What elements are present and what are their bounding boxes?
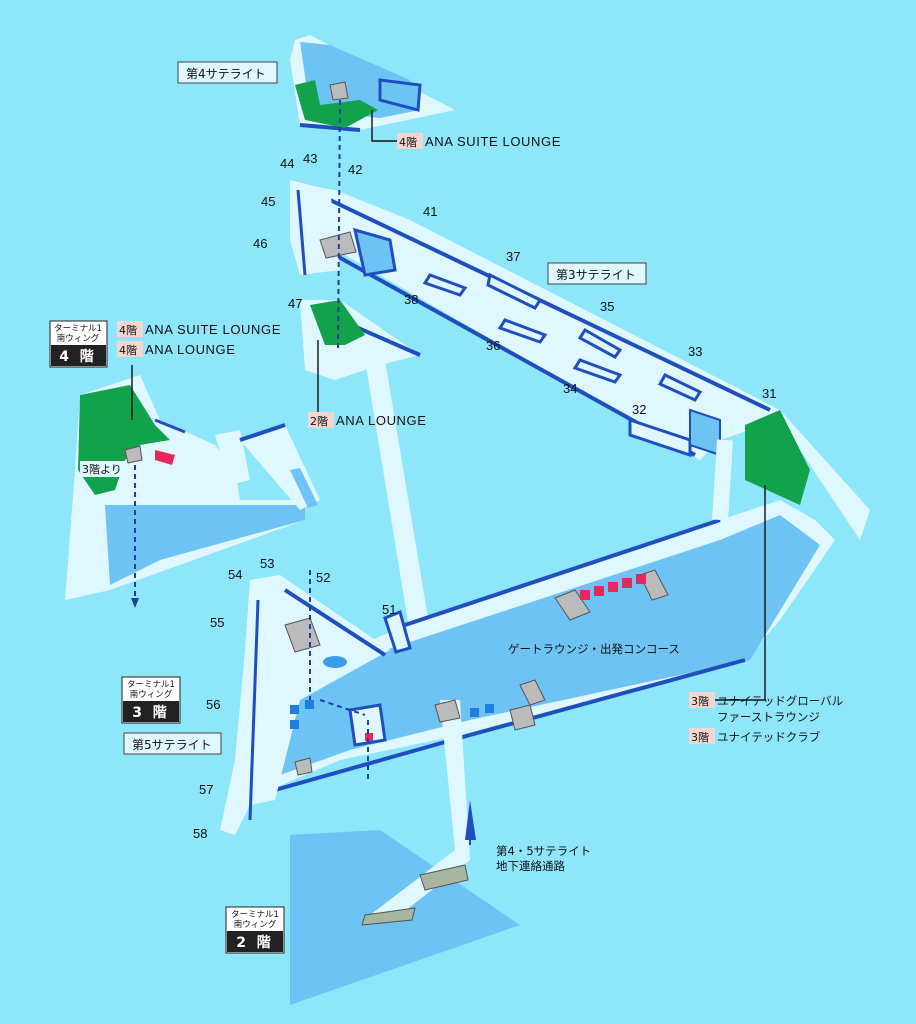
gate-41[interactable]: 41 — [423, 204, 437, 219]
badge-3f-line1: ターミナル1 — [127, 680, 175, 690]
satellite3-label: 第3サテライト — [556, 268, 636, 282]
lounge-sat4-name: ANA SUITE LOUNGE — [425, 134, 561, 149]
gate-38[interactable]: 38 — [404, 292, 418, 307]
terminal-badge-4f: ターミナル1 南ウィング 4 階 — [49, 320, 108, 368]
united-club-floor: 3階 — [691, 730, 709, 744]
lounge-2f-floor: 2階 — [310, 414, 328, 428]
gate-31[interactable]: 31 — [762, 386, 776, 401]
gate-53[interactable]: 53 — [260, 556, 274, 571]
satellite4-label: 第4サテライト — [186, 67, 266, 81]
lounge-sat4-floor: 4階 — [399, 135, 417, 149]
tunnel-label-2: 地下連絡通路 — [496, 859, 565, 873]
gate-51[interactable]: 51 — [382, 602, 396, 617]
gate-43[interactable]: 43 — [303, 151, 317, 166]
lounge-sat4-top[interactable] — [295, 80, 378, 128]
gate-32[interactable]: 32 — [632, 402, 646, 417]
badge-2f-line2: 南ウィング — [234, 919, 277, 930]
from-3f-label: 3階より — [82, 462, 122, 476]
united-gf-name-1: ユナイテッドグローバル — [717, 694, 843, 708]
terminal-badge-3f: ターミナル1 南ウィング 3 階 — [121, 676, 181, 724]
gate-36[interactable]: 36 — [486, 338, 500, 353]
satellite5-label: 第5サテライト — [132, 738, 212, 752]
gate-58[interactable]: 58 — [193, 826, 207, 841]
vertical-link-lines — [134, 99, 369, 780]
badge-2f-floor: 2 階 — [236, 934, 274, 951]
gate-45[interactable]: 45 — [261, 194, 275, 209]
satellite4-building — [290, 35, 455, 132]
united-gf-floor: 3階 — [691, 694, 709, 708]
lounge-t1-ana-name: ANA LOUNGE — [145, 342, 236, 357]
gate-33[interactable]: 33 — [688, 344, 702, 359]
badge-2f-line1: ターミナル1 — [231, 910, 279, 920]
gate-labels: 31 32 33 34 35 36 37 38 41 42 43 44 45 4… — [193, 151, 776, 841]
satellite-labels: 第4サテライト 第3サテライト 第5サテライト — [123, 61, 647, 755]
lounge-labels: 4階 ANA SUITE LOUNGE 4階 ANA SUITE LOUNGE … — [117, 133, 843, 744]
lounge-t1-ana-floor: 4階 — [119, 343, 137, 357]
gate-55[interactable]: 55 — [210, 615, 224, 630]
badge-4f-line1: ターミナル1 — [54, 324, 102, 334]
lounge-united[interactable] — [745, 410, 810, 505]
gate-47[interactable]: 47 — [288, 296, 302, 311]
gate-37[interactable]: 37 — [506, 249, 520, 264]
2f-tunnel — [290, 700, 520, 1005]
concourse-seats — [290, 574, 646, 741]
lounge-t1-suite-name: ANA SUITE LOUNGE — [145, 322, 281, 337]
united-gf-name-2: ファーストラウンジ — [717, 710, 820, 724]
gate-56[interactable]: 56 — [206, 697, 220, 712]
gate-46[interactable]: 46 — [253, 236, 267, 251]
gate-52[interactable]: 52 — [316, 570, 330, 585]
gate-57[interactable]: 57 — [199, 782, 213, 797]
badge-3f-line2: 南ウィング — [130, 689, 173, 700]
misc-labels: 3階より ゲートラウンジ・出発コンコース 第4・5サテライト 地下連絡通路 — [80, 461, 680, 873]
concourse-label: ゲートラウンジ・出発コンコース — [508, 642, 680, 656]
gate-42[interactable]: 42 — [348, 162, 362, 177]
gate-44[interactable]: 44 — [280, 156, 294, 171]
gate-34[interactable]: 34 — [563, 381, 577, 396]
lounge-t1-suite-floor: 4階 — [119, 323, 137, 337]
badge-4f-floor: 4 階 — [59, 348, 97, 365]
escalators — [124, 81, 669, 776]
tunnel-label-1: 第4・5サテライト — [496, 844, 591, 858]
terminal-badge-2f: ターミナル1 南ウィング 2 階 — [225, 906, 285, 954]
badge-3f-floor: 3 階 — [132, 704, 170, 721]
gate-35[interactable]: 35 — [600, 299, 614, 314]
united-club-name: ユナイテッドクラブ — [717, 730, 821, 744]
gate-54[interactable]: 54 — [228, 567, 242, 582]
badge-4f-line2: 南ウィング — [57, 333, 100, 344]
lounge-2f-name: ANA LOUNGE — [336, 413, 427, 428]
lounge-gate47[interactable] — [310, 300, 365, 345]
